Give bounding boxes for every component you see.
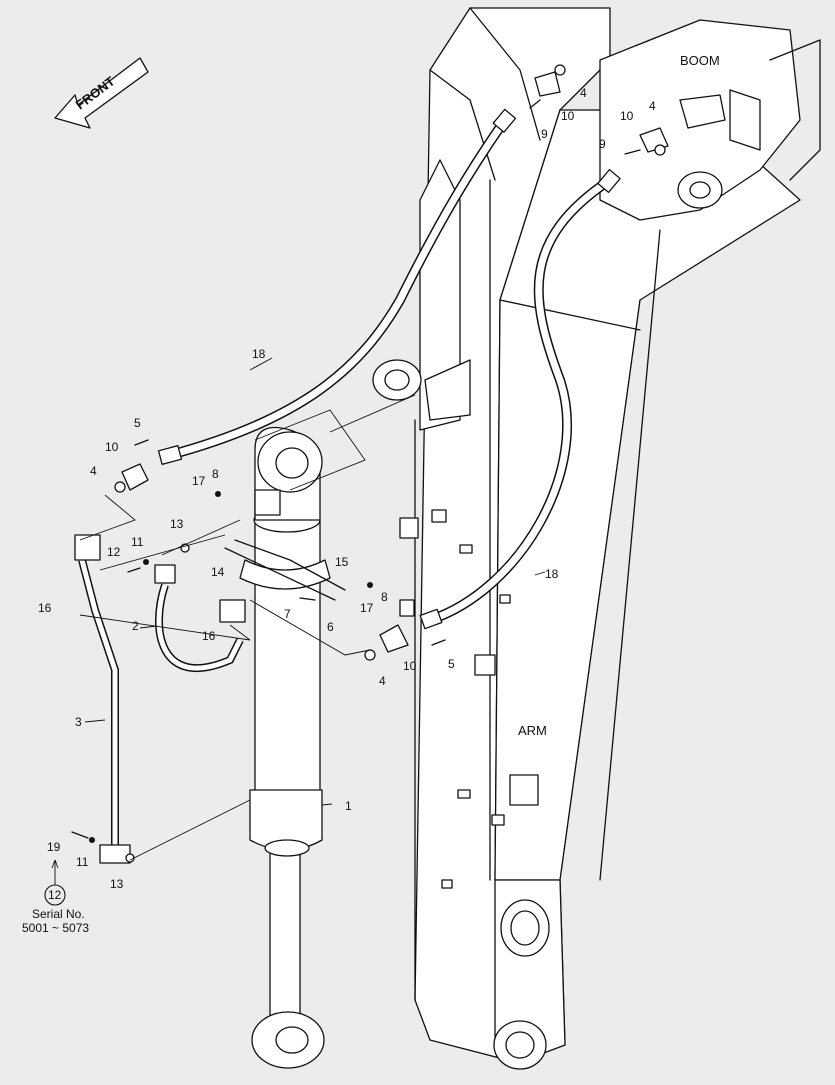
callout-12b-circle	[44, 884, 66, 906]
callout-1: 1	[345, 799, 352, 813]
callout-4b: 4	[649, 99, 656, 113]
callout-10a: 10	[561, 109, 575, 123]
callout-5b: 5	[448, 657, 455, 671]
callout-9b: 9	[599, 137, 606, 151]
callout-12b: 12	[48, 888, 62, 902]
callout-9a: 9	[541, 127, 548, 141]
hose-fittings	[157, 108, 621, 630]
fittings-hardware	[71, 64, 761, 864]
arm-cylinder	[224, 426, 346, 1069]
callout-10b: 10	[620, 109, 634, 123]
callout-18a: 18	[252, 347, 266, 361]
serial-note: 12 Serial No. 5001 ~ 5073	[22, 884, 89, 935]
callout-19: 19	[47, 840, 61, 854]
callout-4d: 4	[379, 674, 386, 688]
front-arrow-icon	[54, 57, 149, 129]
leader-lines	[51, 357, 546, 885]
callout-17a: 17	[192, 474, 206, 488]
pipe-3	[78, 558, 119, 850]
callout-11b: 11	[76, 855, 89, 869]
callout-4c: 4	[90, 464, 97, 478]
hose-18-lower	[428, 175, 613, 625]
serial-range: 5001 ~ 5073	[22, 921, 89, 935]
boom-label: BOOM	[680, 53, 720, 68]
callout-10d: 10	[403, 659, 417, 673]
callout-17b: 17	[360, 601, 374, 615]
callout-15: 15	[335, 555, 349, 569]
arm-label: ARM	[518, 723, 547, 738]
callout-8a: 8	[212, 467, 219, 481]
callout-12a: 12	[107, 545, 121, 559]
callout-4a: 4	[580, 86, 587, 100]
callout-13b: 13	[110, 877, 124, 891]
serial-label: Serial No.	[32, 907, 85, 921]
pipe-2	[155, 583, 244, 672]
callout-16a: 16	[38, 601, 52, 615]
callout-13a: 13	[170, 517, 184, 531]
callout-14: 14	[211, 565, 225, 579]
hose-18-upper	[168, 117, 510, 460]
arm-structure	[372, 7, 821, 1070]
callout-10c: 10	[105, 440, 119, 454]
callout-16b: 16	[202, 629, 216, 643]
callout-6: 6	[327, 620, 334, 634]
callout-3: 3	[75, 715, 82, 729]
callout-2: 2	[132, 619, 139, 633]
callout-18b: 18	[545, 567, 559, 581]
callout-8b: 8	[381, 590, 388, 604]
callout-5a: 5	[134, 416, 141, 430]
callouts: 1 2 3 4 4 4 4 5 5 6 7 8 8 9 9 10 10 10 1…	[38, 86, 656, 891]
callout-7: 7	[284, 607, 291, 621]
callout-11a: 11	[131, 535, 144, 549]
